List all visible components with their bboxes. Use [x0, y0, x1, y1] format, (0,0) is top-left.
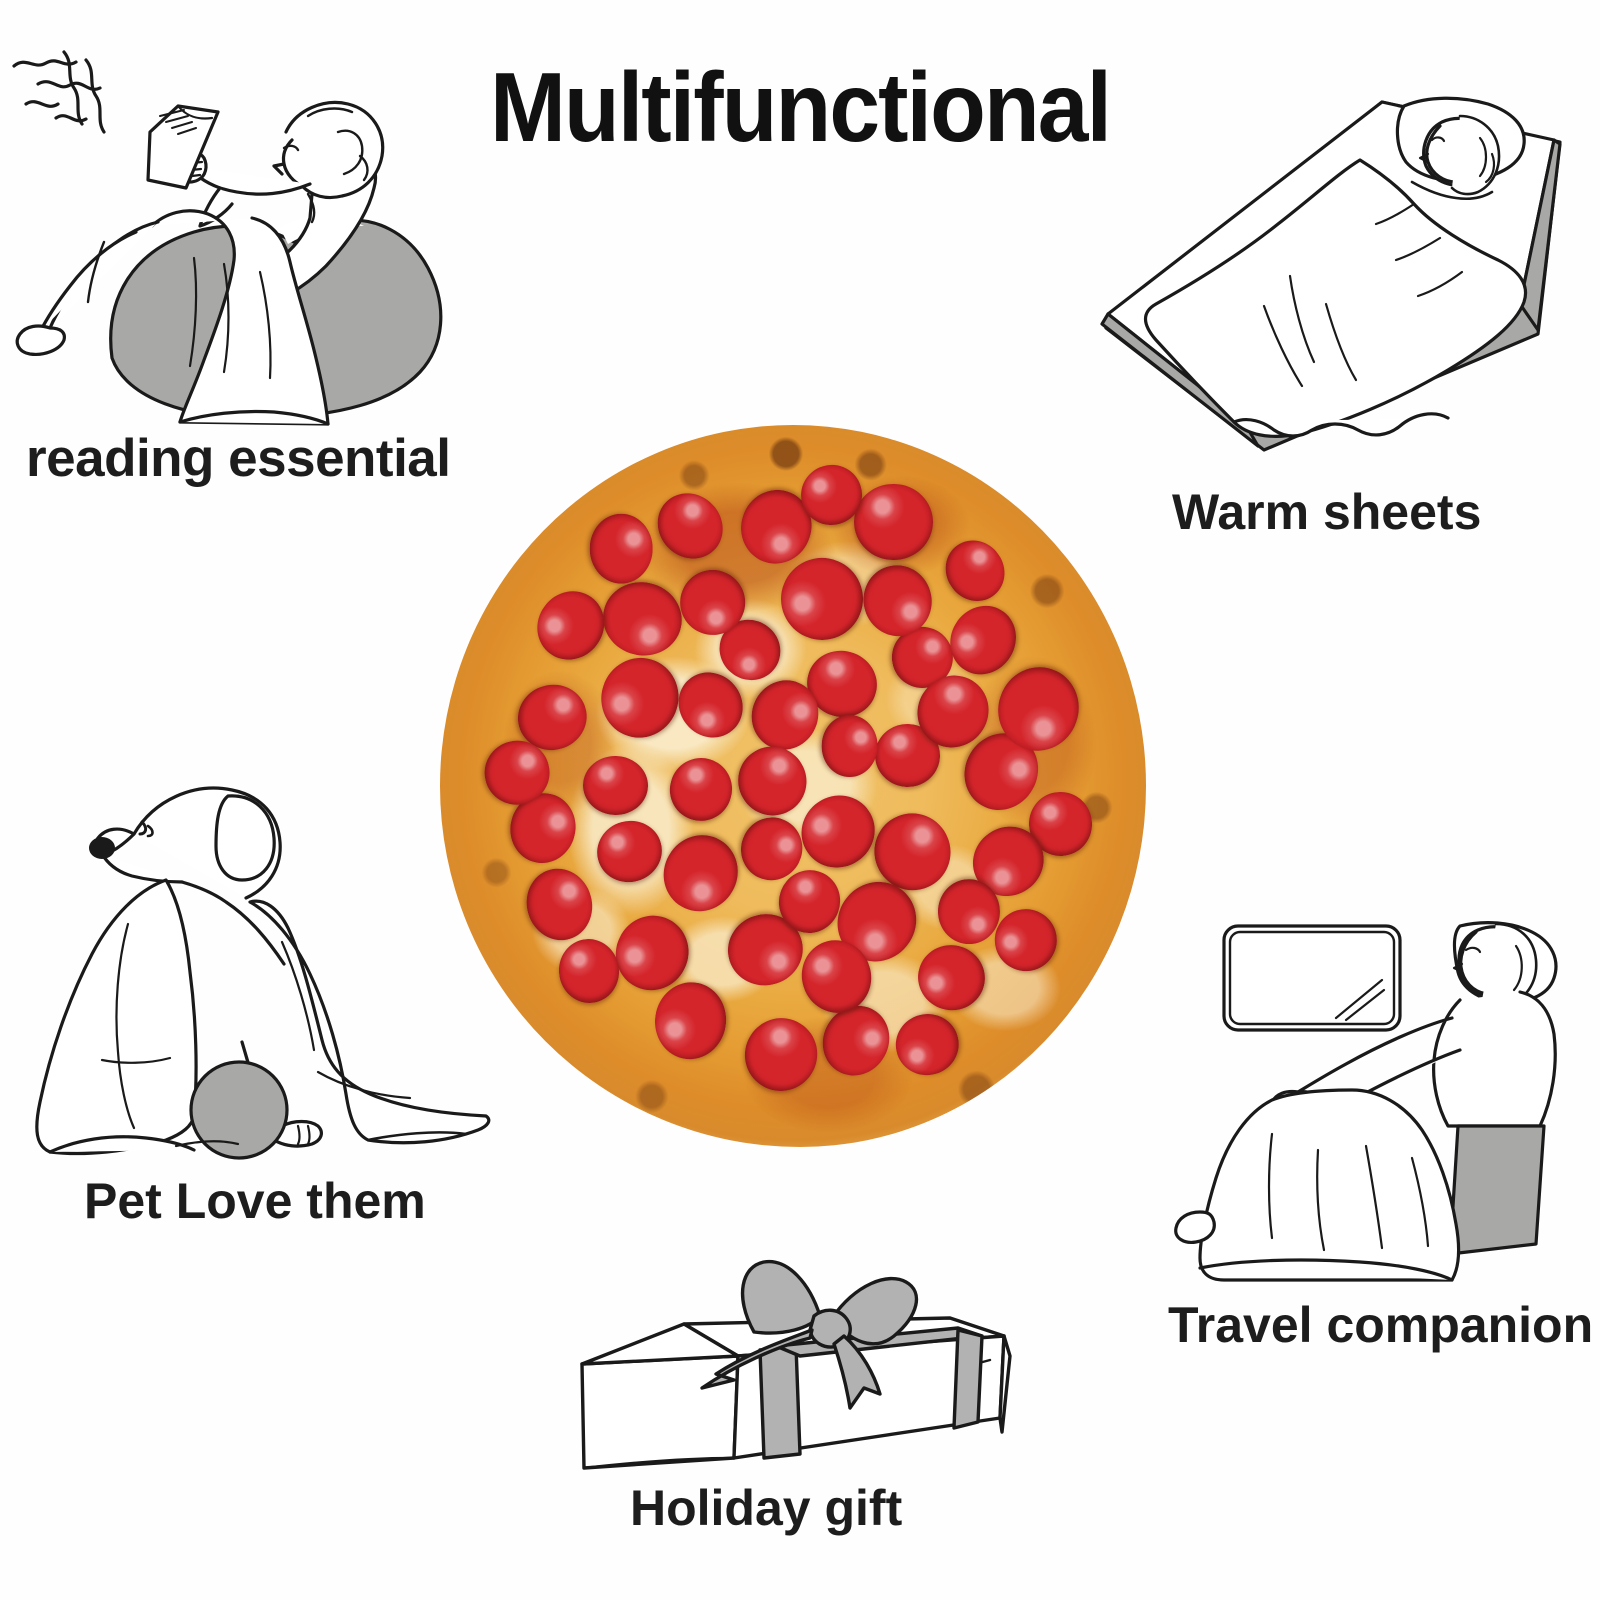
- pepperoni-slice: [934, 529, 1017, 613]
- pepperoni-slice: [937, 878, 1001, 945]
- pepperoni-slice: [589, 812, 669, 890]
- caption-warm-sheets: Warm sheets: [1172, 484, 1482, 540]
- pepperoni-slice: [649, 822, 752, 926]
- pepperoni-slice: [595, 574, 690, 664]
- dog-with-blanket-icon: [6, 742, 496, 1162]
- pepperoni-slice: [517, 860, 601, 949]
- pepperoni-pizza-blanket-image: [440, 425, 1146, 1147]
- pepperoni-layer: [440, 425, 1146, 1147]
- pepperoni-slice: [523, 578, 618, 674]
- gift-box-with-bow-icon: [538, 1232, 1028, 1492]
- caption-travel-companion: Travel companion: [1168, 1297, 1594, 1353]
- pepperoni-slice: [853, 483, 933, 561]
- pepperoni-slice: [591, 647, 690, 748]
- pepperoni-slice: [889, 1008, 965, 1082]
- person-sleeping-in-bed-icon: [1068, 78, 1598, 478]
- person-reading-on-beanbag-icon: [8, 36, 458, 431]
- pepperoni-slice: [644, 480, 737, 573]
- pepperoni-slice: [821, 715, 878, 777]
- pepperoni-slice: [663, 750, 740, 828]
- pizza-base: [440, 425, 1146, 1147]
- pepperoni-slice: [650, 977, 732, 1064]
- page-title: Multifunctional: [489, 52, 1112, 162]
- caption-holiday-gift: Holiday gift: [630, 1480, 903, 1536]
- pepperoni-slice: [588, 513, 653, 584]
- pepperoni-slice: [937, 593, 1029, 687]
- pepperoni-slice: [731, 1004, 831, 1105]
- pepperoni-slice: [582, 755, 650, 817]
- pepperoni-slice: [555, 935, 624, 1007]
- caption-pet-love-them: Pet Love them: [84, 1173, 426, 1229]
- person-reclining-with-screen-icon: [1160, 868, 1600, 1288]
- caption-reading-essential: reading essential: [26, 429, 451, 488]
- pepperoni-slice: [910, 937, 993, 1019]
